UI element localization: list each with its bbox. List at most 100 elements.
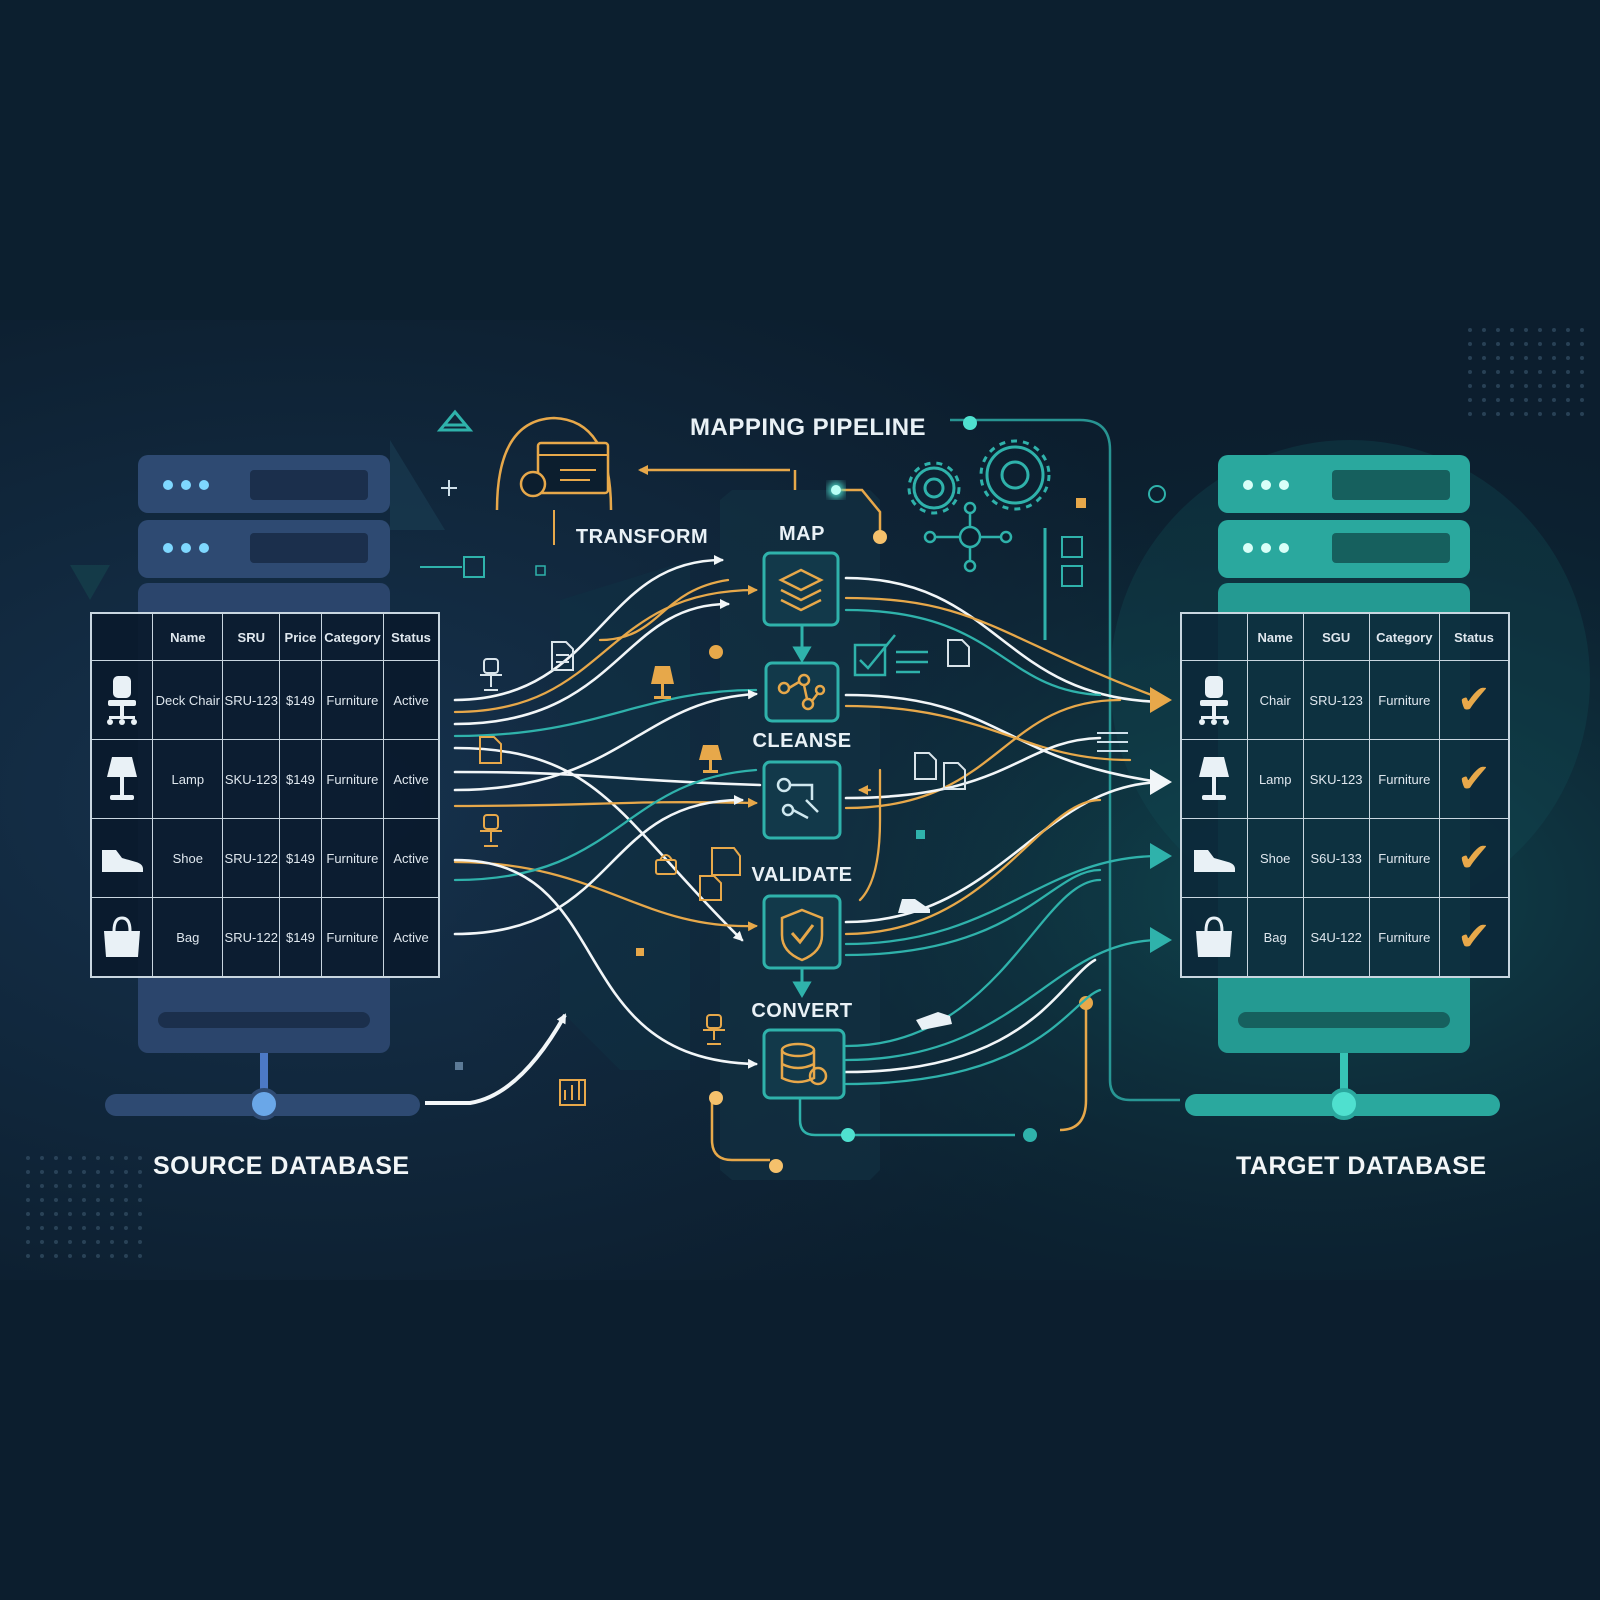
- bag-icon: [1196, 916, 1233, 957]
- flow-line: [844, 798, 1102, 936]
- flow-line: [453, 555, 724, 702]
- stage-box-validate: [762, 894, 842, 970]
- check-icon: ✔: [1457, 914, 1491, 960]
- cell-sku: S6U-133: [1302, 818, 1370, 898]
- flow-line: [453, 768, 758, 882]
- flow-line: [453, 746, 744, 942]
- chair-icon-small: [480, 658, 725, 1045]
- column-header-category: Category: [320, 612, 385, 661]
- cell-price: $149: [279, 897, 322, 978]
- table-row: Bag SRU-122 $149 Furniture Active: [90, 897, 440, 978]
- gear-icon: [907, 439, 1051, 515]
- stage-box-cleanse-tool: [762, 760, 842, 840]
- bag-icon: [104, 916, 141, 957]
- document-icon-orange: [479, 736, 741, 901]
- flow-line: [844, 878, 1102, 1048]
- cell-category: Furniture: [320, 739, 385, 819]
- flow-line: [844, 868, 1102, 957]
- flow-line: [844, 777, 1167, 924]
- flow-line: [453, 599, 730, 726]
- flow-line: [453, 858, 758, 1069]
- top-band: [0, 0, 1600, 320]
- cell-name: Shoe: [1246, 818, 1304, 898]
- cell-name: Bag: [152, 897, 224, 978]
- cell-status: ✔: [1438, 739, 1510, 819]
- flow-line: [598, 578, 730, 642]
- shoe-icon: [102, 850, 144, 872]
- cell-name: Chair: [1246, 660, 1304, 740]
- flow-line: [453, 585, 758, 714]
- flow-line: [844, 988, 1102, 1086]
- flow-line: [844, 576, 1167, 704]
- cell-category: Furniture: [320, 818, 385, 898]
- column-header-name: Name: [152, 612, 224, 661]
- icon-column-header: [1180, 612, 1248, 661]
- bottom-band: [0, 1280, 1600, 1600]
- flow-arrowhead: [1150, 687, 1172, 713]
- target-database-label: TARGET DATABASE: [1236, 1152, 1487, 1180]
- cell-category: Furniture: [1368, 897, 1440, 978]
- shoe-icon: [1194, 850, 1236, 872]
- chair-icon: [1199, 676, 1230, 725]
- transform-browser-icon: [495, 416, 613, 545]
- cell-status: Active: [383, 739, 440, 819]
- cell-name: Lamp: [1246, 739, 1304, 819]
- chart-icon: [559, 1079, 586, 1106]
- lamp-icon-small: [651, 666, 722, 773]
- column-header-status: Status: [1438, 612, 1510, 661]
- cell-sku: SKU-123: [1302, 739, 1370, 819]
- network-icon: [923, 501, 1013, 573]
- list-icon: [1097, 732, 1128, 752]
- flow-line: [844, 736, 1102, 800]
- cell-sku: SKU-123: [222, 739, 281, 819]
- cell-price: $149: [279, 739, 322, 819]
- lamp-icon: [107, 757, 138, 800]
- diagram-title: MAPPING PIPELINE: [690, 414, 927, 441]
- cell-price: $149: [279, 818, 322, 898]
- icon-column-header: [90, 612, 154, 661]
- cell-category: Furniture: [320, 897, 385, 978]
- stage-label-cleanse: CLEANSE: [752, 730, 852, 752]
- cell-status: Active: [383, 897, 440, 978]
- flow-arrowhead: [1150, 843, 1172, 869]
- cell-category: Furniture: [1368, 739, 1440, 819]
- target-table: Name SGU Category Status Chair SRU-123 F…: [1180, 612, 1510, 978]
- column-header-price: Price: [279, 612, 322, 661]
- flow-line: [858, 768, 882, 902]
- check-icon: ✔: [1457, 756, 1491, 802]
- cell-status: ✔: [1438, 818, 1510, 898]
- cell-sku: SRU-123: [1302, 660, 1370, 740]
- flow-line: [844, 958, 1097, 1074]
- column-header-status: Status: [383, 612, 440, 661]
- flow-arrowhead: [1150, 927, 1172, 953]
- source-pointer-arrow: [425, 1013, 567, 1105]
- cell-name: Deck Chair: [152, 660, 224, 740]
- flow-arrowhead: [1150, 769, 1172, 795]
- dot-grid-decor: [26, 328, 1584, 1258]
- bag-icon-small: [655, 854, 677, 875]
- column-header-sku: SGU: [1302, 612, 1370, 661]
- flow-lines: [453, 555, 1172, 1086]
- cell-status: Active: [383, 660, 440, 740]
- stage-label-transform: TRANSFORM: [575, 526, 709, 548]
- column-header-sku: SRU: [222, 612, 281, 661]
- cell-status: ✔: [1438, 660, 1510, 740]
- stage-connectors: [792, 625, 812, 998]
- stage-label-map: MAP: [779, 523, 825, 545]
- stage-label-convert: CONVERT: [751, 1000, 853, 1022]
- lamp-icon: [1199, 757, 1230, 800]
- cell-name: Lamp: [152, 739, 224, 819]
- document-icon: [551, 639, 970, 790]
- flow-line: [844, 596, 1167, 702]
- flow-line: [844, 704, 1132, 762]
- table-row: Bag S4U-122 Furniture ✔: [1180, 897, 1510, 978]
- flow-line: [844, 938, 1162, 1062]
- checklist-icon: [853, 634, 928, 677]
- table-row: Lamp SKU-123 Furniture ✔: [1180, 739, 1510, 819]
- table-row: Shoe SRU-122 $149 Furniture Active: [90, 818, 440, 898]
- check-icon: ✔: [1457, 677, 1491, 723]
- cell-price: $149: [279, 660, 322, 740]
- cell-status: Active: [383, 818, 440, 898]
